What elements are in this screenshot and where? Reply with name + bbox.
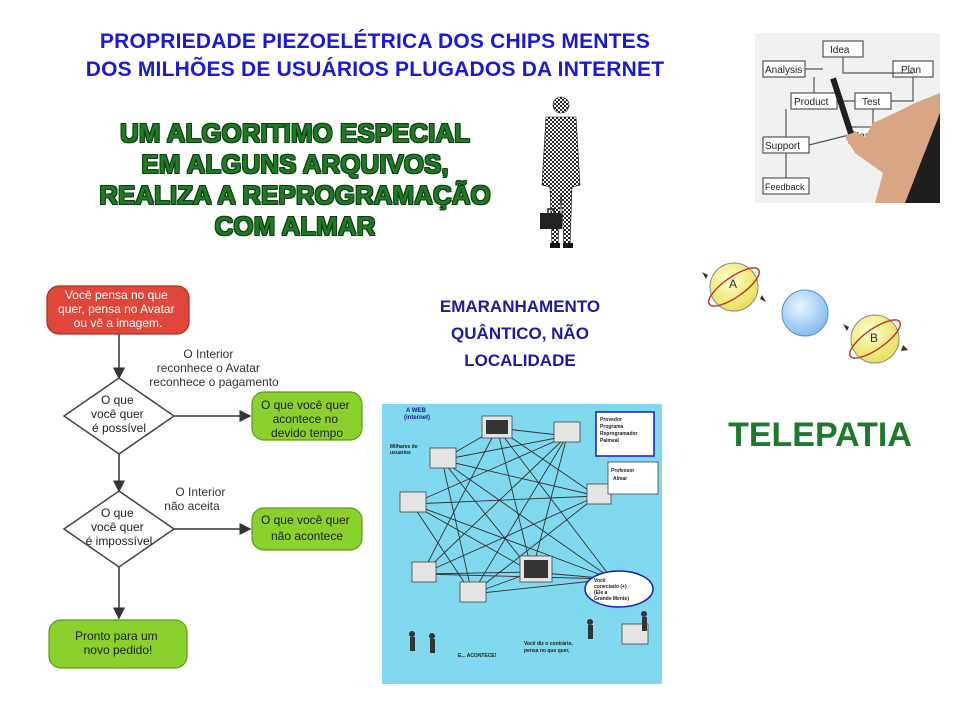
whiteboard-idea: Idea xyxy=(830,45,850,56)
algorithm-line-1: UM ALGORITIMO ESPECIAL xyxy=(119,118,471,148)
network-users-line-1: Milhares de xyxy=(390,444,418,450)
professor-line-1: Professor xyxy=(611,468,634,474)
professor-line-2: Almar xyxy=(613,476,627,482)
flow-edge-possible-line-2: reconhece o Avatar xyxy=(157,361,260,375)
flow-start-line-1: Você pensa no que xyxy=(65,288,168,302)
algorithm-line-2: EM ALGUNS ARQUIVOS, xyxy=(141,149,449,179)
svg-text:O que você quer é impo: O que você quer é impossível xyxy=(86,506,153,548)
svg-text:Você pensa no que quer, pe: Você pensa no que quer, pensa no Avatar … xyxy=(58,288,178,330)
flow-decision-impossible-line-3: é impossível xyxy=(86,534,153,548)
svg-text:O que você quer não aconte: O que você quer não acontece xyxy=(261,513,353,543)
entanglement-line-1: EMARANHAMENTO xyxy=(439,297,601,316)
particle-a-label: A xyxy=(729,277,737,291)
whiteboard-analysis: Analysis xyxy=(765,65,802,76)
provider-line-2: Programa xyxy=(600,424,624,430)
svg-text:O que você quer é poss: O que você quer é possível xyxy=(91,393,147,435)
title-line-2: DOS MILHÕES DE USUÁRIOS PLUGADOS DA INTE… xyxy=(85,58,665,81)
provider-line-1: Provedor xyxy=(600,417,622,423)
algorithm-line-4: COM ALMAR xyxy=(214,211,376,241)
entanglement-statement: EMARANHAMENTO QUÂNTICO, NÃO LOCALIDADE xyxy=(400,293,640,374)
network-web-line-2: (internet) xyxy=(404,415,430,421)
flow-start-line-2: quer, pensa no Avatar xyxy=(58,302,175,316)
svg-text:Pronto para um novo pedido: Pronto para um novo pedido! xyxy=(75,629,161,657)
flow-decision-possible-line-2: você quer xyxy=(91,407,144,421)
entanglement-line-3: LOCALIDADE xyxy=(464,351,576,370)
connected-line-4: Grande Mente) xyxy=(594,596,629,602)
provider-line-3: Reprogramador xyxy=(600,431,638,437)
flow-start-line-3: ou vê a imagem. xyxy=(74,316,163,330)
flow-edge-impossible-line-2: não aceita xyxy=(164,499,220,513)
flow-decision-impossible xyxy=(62,490,176,568)
flow-result-possible xyxy=(251,391,363,441)
whiteboard-test: Test xyxy=(862,97,881,108)
algorithm-statement: UM ALGORITIMO ESPECIAL EM ALGUNS ARQUIVO… xyxy=(60,118,530,242)
businessman-figure xyxy=(540,96,581,248)
connected-line-1: Você xyxy=(594,578,606,584)
whiteboard-process-image: Idea Analysis Plan Product Test Support … xyxy=(755,33,940,203)
professor-box xyxy=(607,461,659,495)
provider-line-4: Palmeal xyxy=(600,438,620,444)
svg-text:O que você quer acontece n: O que você quer acontece no devido tempo xyxy=(261,398,353,440)
center-particle xyxy=(781,289,829,337)
flow-decision-impossible-line-2: você quer xyxy=(91,520,144,534)
connected-line-2: conectado (+) xyxy=(594,584,627,590)
whiteboard-support: Support xyxy=(765,141,800,152)
flow-result-possible-line-3: devido tempo xyxy=(271,426,343,440)
whiteboard-plan: Plan xyxy=(901,65,921,76)
whiteboard-feedback: Feedback xyxy=(765,182,805,192)
network-users-line-2: usuarios xyxy=(390,450,411,456)
flow-start-node xyxy=(46,285,190,335)
whiteboard-product: Product xyxy=(794,97,829,108)
flow-decision-possible-line-3: é possível xyxy=(92,421,146,435)
flow-edge-possible-line-1: O Interior xyxy=(183,347,233,361)
particle-b-label: B xyxy=(870,331,878,345)
particle-b xyxy=(850,314,900,364)
telepathy-label: TELEPATIA xyxy=(728,416,912,454)
flow-decision-impossible-line-1: O que xyxy=(101,506,134,520)
flow-decision-possible xyxy=(62,377,176,455)
page-title: PROPRIEDADE PIEZOELÉTRICA DOS CHIPS MENT… xyxy=(0,28,750,84)
entangled-particles-diagram: A B xyxy=(702,262,908,364)
network-result-line-1: Você diz o contrário, xyxy=(524,641,573,647)
connected-line-3: (Ele a xyxy=(594,590,608,596)
network-happens-label: E... ACONTECE! xyxy=(458,653,497,659)
flow-end-node xyxy=(48,619,188,669)
flow-end-line-1: Pronto para um xyxy=(75,629,158,643)
internet-network-diagram: A WEB (internet) Milhares de usuarios Pr… xyxy=(382,404,662,684)
particle-a xyxy=(709,262,759,312)
flow-result-possible-line-1: O que você quer xyxy=(261,398,350,412)
flow-edge-possible-line-3: reconhece o pagamento xyxy=(149,375,279,389)
provider-box xyxy=(595,411,655,457)
network-web-line-1: A WEB xyxy=(406,408,426,414)
wish-flowchart: Você pensa no que quer, pensa no Avatar … xyxy=(14,268,394,692)
flow-result-impossible xyxy=(251,507,363,551)
flow-end-line-2: novo pedido! xyxy=(84,643,153,657)
entanglement-line-2: QUÂNTICO, NÃO xyxy=(451,324,589,343)
title-line-1: PROPRIEDADE PIEZOELÉTRICA DOS CHIPS MENT… xyxy=(99,30,651,53)
flow-result-impossible-line-2: não acontece xyxy=(271,529,343,543)
svg-text:O Interior não aceita: O Interior não aceita xyxy=(164,485,228,513)
flow-decision-possible-line-1: O que xyxy=(101,393,134,407)
flow-result-possible-line-2: acontece no xyxy=(273,412,339,426)
svg-text:O Interior reconhece o Ava: O Interior reconhece o Avatar reconhece … xyxy=(149,347,279,389)
flow-result-impossible-line-1: O que você quer xyxy=(261,513,350,527)
algorithm-line-3: REALIZA A REPROGRAMAÇÃO xyxy=(99,180,491,210)
connected-ellipse xyxy=(584,570,654,608)
network-result-line-2: pensa no que quer, xyxy=(524,648,570,654)
flow-edge-impossible-line-1: O Interior xyxy=(175,485,225,499)
